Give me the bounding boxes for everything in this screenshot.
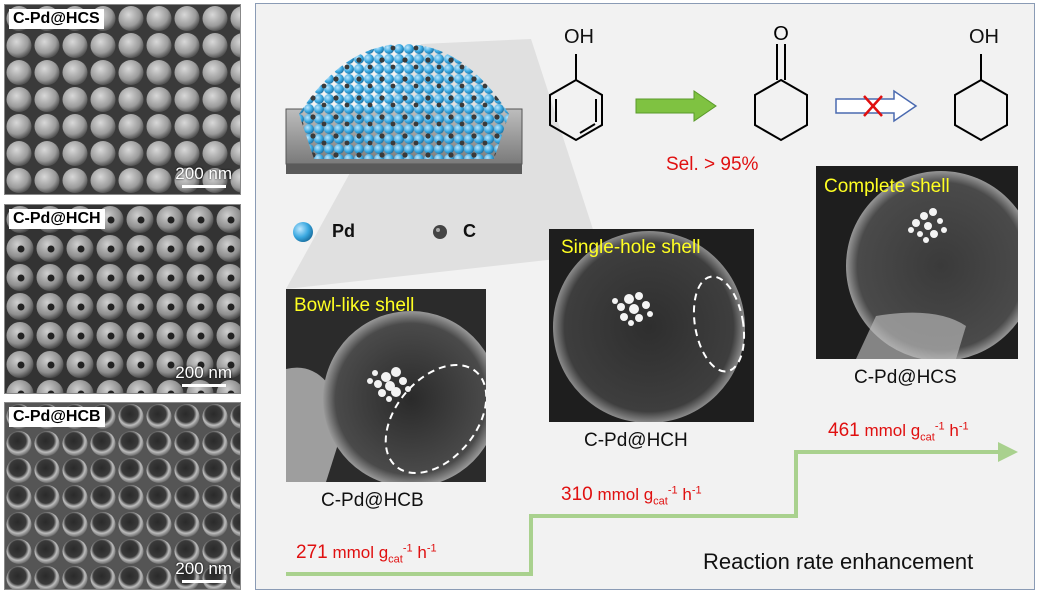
hole-outline (692, 275, 746, 373)
tem-image-bowl: Bowl-like shell (286, 289, 486, 482)
rate-label-hch: 310 mmol gcat-1 h-1 (561, 484, 702, 508)
tem-image-complete: Complete shell (816, 166, 1018, 359)
legend-c-label: C (463, 221, 476, 241)
complete-shell (846, 171, 1018, 359)
catalyst-3d-model (285, 44, 523, 174)
cyclohexanone-structure (754, 44, 808, 142)
phenol-structure (549, 54, 603, 142)
sem-hch-spheres (5, 205, 240, 393)
tem-caption-hcb: C-Pd@HCB (321, 490, 424, 511)
tem-caption-hcs: C-Pd@HCS (854, 367, 957, 388)
phenol-oh-label: OH (564, 26, 594, 48)
scale-bar: 200 nm (175, 560, 232, 583)
reaction-scheme: O (549, 24, 1008, 142)
selectivity-label: Sel. > 95% (666, 154, 759, 175)
tem-image-single-hole: Single-hole shell (549, 229, 754, 422)
opening-outline (384, 363, 486, 475)
sem-hcs-spheres (5, 5, 240, 194)
c-legend-icon (433, 225, 447, 239)
pd-cluster (367, 367, 411, 402)
blocked-arrow (835, 89, 918, 123)
tem-title: Bowl-like shell (294, 295, 415, 316)
pd-cluster (612, 292, 653, 326)
cross-mark (863, 95, 883, 117)
sem-label: C-Pd@HCB (9, 407, 105, 427)
rate-staircase (286, 450, 1001, 576)
cyclohexanol-structure (954, 54, 1008, 142)
substrate-edge (286, 164, 522, 174)
carbonyl-oxygen: O (773, 24, 789, 45)
bowl-shell (323, 311, 486, 482)
sem-image-hch: C-Pd@HCH 200 nm (4, 204, 241, 394)
green-arrow (635, 90, 717, 122)
main-panel: Pd C O (255, 3, 1035, 590)
scale-bar: 200 nm (175, 165, 232, 188)
carbon-dopants (299, 44, 509, 159)
legend-pd-label: Pd (332, 221, 356, 241)
single-hole-shell (553, 231, 745, 422)
tem-caption-hch: C-Pd@HCH (584, 430, 688, 451)
sem-hcb-spheres (5, 403, 240, 589)
pd-legend-icon (293, 222, 313, 242)
sem-image-hcs: C-Pd@HCS 200 nm (4, 4, 241, 195)
cyclohexanol-oh-label: OH (969, 26, 999, 48)
rate-label-hcs: 461 mmol gcat-1 h-1 (828, 420, 969, 444)
rate-enhancement-title: Reaction rate enhancement (703, 549, 974, 574)
sem-label: C-Pd@HCH (9, 209, 105, 229)
sem-image-hcb: C-Pd@HCB 200 nm (4, 402, 241, 590)
tem-title: Single-hole shell (561, 237, 701, 258)
rate-label-hcb: 271 mmol gcat-1 h-1 (296, 542, 437, 566)
tem-title: Complete shell (824, 176, 950, 197)
scale-bar: 200 nm (175, 364, 232, 387)
sem-label: C-Pd@HCS (9, 9, 104, 29)
pd-cluster (908, 208, 947, 243)
staircase-arrowhead (998, 442, 1018, 462)
